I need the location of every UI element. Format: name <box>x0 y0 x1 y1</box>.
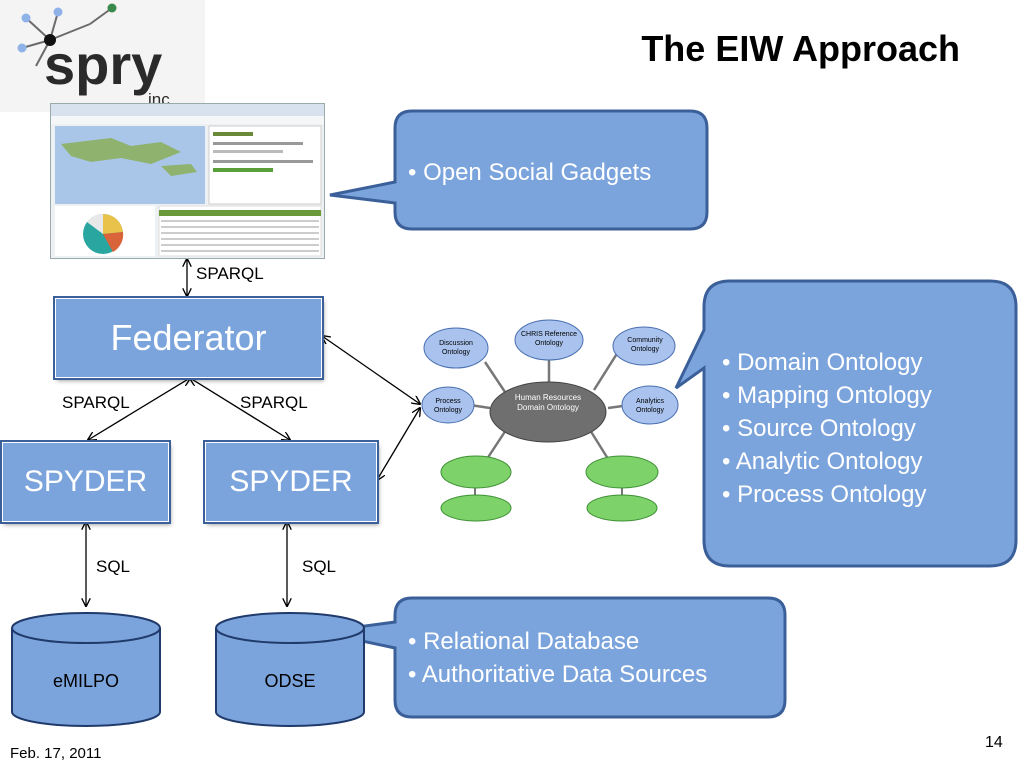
callout-ontology-item: • Process Ontology <box>722 481 927 508</box>
callout-database-item: • Authoritative Data Sources <box>408 661 708 688</box>
database-odse <box>215 612 365 727</box>
spry-logo: spry inc. <box>0 0 205 112</box>
db-emilpo-label: eMILPO <box>52 671 120 691</box>
spyder-box-right: SPYDER <box>205 442 377 522</box>
sql-label-right: SQL <box>302 557 337 576</box>
callout-database-text: • Relational Database • Authoritative Da… <box>408 625 707 691</box>
callout-ontology-shape <box>674 279 1018 568</box>
slide-title: The EIW Approach <box>641 28 960 69</box>
callout-ontology-item: • Analytic Ontology <box>722 448 923 475</box>
sql-label-left: SQL <box>96 557 131 576</box>
node-analytics: Analytics Ontology <box>635 398 665 414</box>
database-emilpo <box>11 612 161 727</box>
callout-gadgets-item: • Open Social Gadgets <box>408 159 652 186</box>
federator-box: Federator <box>55 298 322 378</box>
db-odse-label: ODSE <box>264 671 316 691</box>
sparql-label-top: SPARQL <box>196 264 264 283</box>
callout-ontology-item: • Mapping Ontology <box>722 382 932 409</box>
spyder-right-label: SPYDER <box>229 465 353 498</box>
spyder-box-left: SPYDER <box>2 442 169 522</box>
sparql-arrow-left <box>88 378 190 440</box>
ontology-arrow-spyder <box>377 408 420 480</box>
footer-date: Feb. 17, 2011 <box>10 745 102 762</box>
callout-gadgets-shape <box>329 109 709 231</box>
federator-label: Federator <box>110 317 267 358</box>
callout-database-shape <box>319 596 787 719</box>
ontology-graph <box>421 319 679 522</box>
callout-ontology-text: • Domain Ontology • Mapping Ontology • S… <box>722 346 932 511</box>
page-number: 14 <box>985 734 1003 751</box>
callout-ontology-item: • Source Ontology <box>722 415 916 442</box>
sparql-label-right: SPARQL <box>240 393 308 412</box>
callout-gadgets-text: • Open Social Gadgets <box>408 156 651 189</box>
sparql-label-left: SPARQL <box>62 393 130 412</box>
node-chris: CHRIS Reference Ontology <box>520 331 578 347</box>
node-community: Community Ontology <box>627 337 663 353</box>
sparql-arrow-right <box>190 378 290 440</box>
spyder-left-label: SPYDER <box>23 465 148 498</box>
node-center: Human Resources Domain Ontology <box>514 393 582 412</box>
node-process: Process Ontology <box>433 398 463 414</box>
ontology-arrow-federator <box>322 336 420 404</box>
gadget-screenshot <box>50 103 325 259</box>
callout-ontology-item: • Domain Ontology <box>722 349 923 376</box>
callout-database-item: • Relational Database <box>408 628 640 655</box>
logo-wordmark: spry <box>44 33 162 96</box>
node-discussion: Discussion Ontology <box>439 340 473 356</box>
